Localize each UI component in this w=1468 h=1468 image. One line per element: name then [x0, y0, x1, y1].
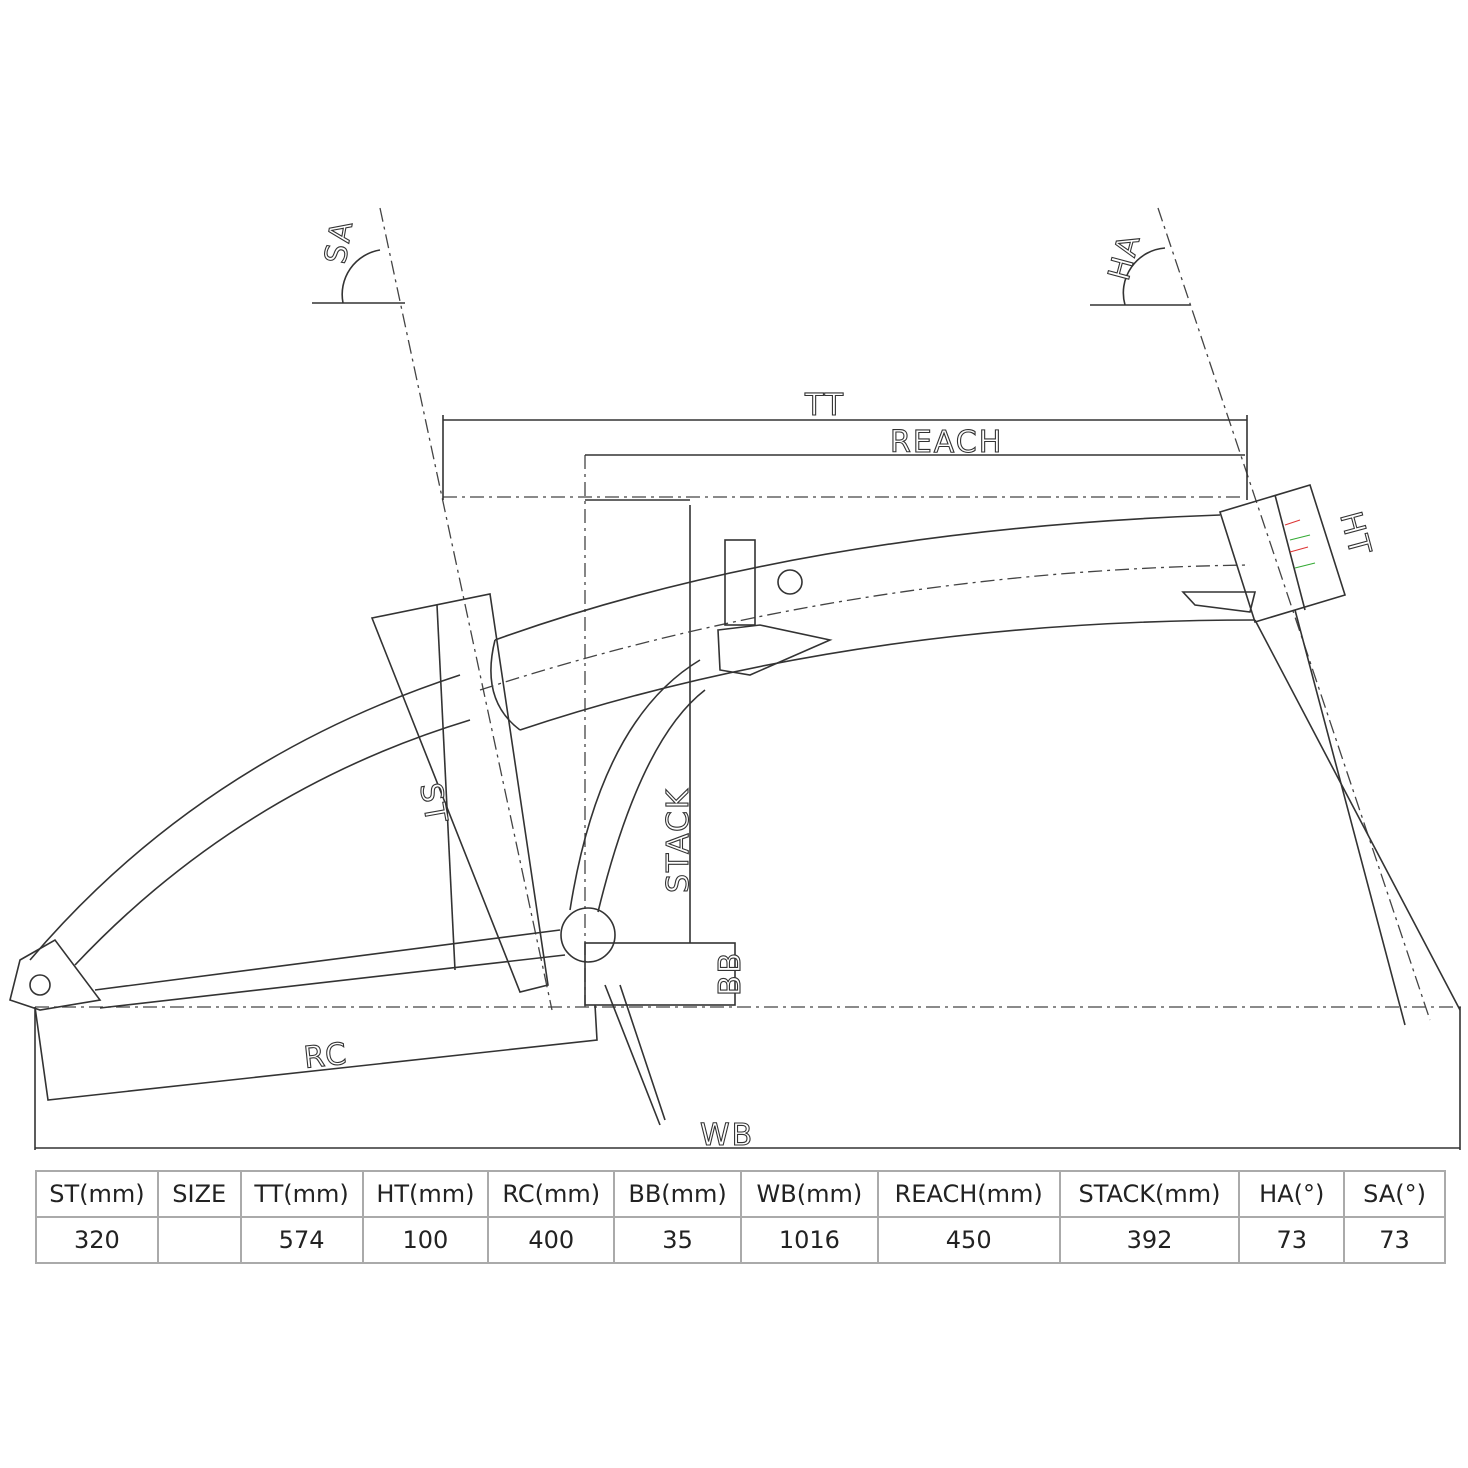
main-tube-top [494, 514, 1221, 641]
rc-dimension [34, 1004, 598, 1101]
value-size [156, 1216, 242, 1264]
header-ha: HA(°) [1238, 1170, 1346, 1218]
header-stack: STACK(mm) [1058, 1170, 1241, 1218]
value-reach: 450 [876, 1216, 1061, 1264]
main-tube-bottom [519, 619, 1256, 731]
header-reach: REACH(mm) [876, 1170, 1061, 1218]
value-wb: 1016 [739, 1216, 879, 1264]
hinge-clamp [717, 624, 833, 676]
label-wb: WB [700, 1118, 754, 1153]
rear-dropout [9, 938, 102, 1011]
header-sa: SA(°) [1343, 1170, 1446, 1218]
header-rc: RC(mm) [487, 1170, 616, 1218]
label-st: ST [412, 780, 454, 827]
value-rc: 400 [487, 1216, 616, 1264]
ha-arc [1122, 247, 1166, 306]
head-tube-axis [1157, 207, 1431, 1021]
seat-tube-axis [379, 207, 553, 1011]
cable-guide [1181, 591, 1257, 613]
label-tt: TT [804, 388, 845, 423]
table-header-row: ST(mm) SIZE TT(mm) HT(mm) RC(mm) BB(mm) … [35, 1170, 1446, 1218]
head-tube [1218, 484, 1347, 623]
value-stack: 392 [1058, 1216, 1241, 1264]
label-ha: HA [1102, 230, 1148, 285]
label-stack: STACK [661, 787, 696, 893]
seat-stay-upper [29, 674, 461, 961]
header-ht: HT(mm) [361, 1170, 490, 1218]
label-reach: REACH [890, 425, 1003, 460]
header-tt: TT(mm) [239, 1170, 364, 1218]
header-size: SIZE [156, 1170, 242, 1218]
header-st: ST(mm) [35, 1170, 159, 1218]
value-tt: 574 [239, 1216, 364, 1264]
table-row: 320 574 100 400 35 1016 450 392 73 73 [35, 1216, 1446, 1264]
label-sa: SA [318, 217, 360, 267]
label-rc: RC [302, 1037, 350, 1076]
label-ht: HT [1332, 508, 1377, 560]
header-bb: BB(mm) [613, 1170, 742, 1218]
sa-arc [341, 249, 381, 304]
seat-tube [370, 593, 549, 993]
kickstand [604, 984, 661, 1126]
chain-stay-upper [94, 929, 561, 991]
value-ha: 73 [1238, 1216, 1346, 1264]
value-bb: 35 [613, 1216, 742, 1264]
value-ht: 100 [361, 1216, 490, 1264]
bottom-bracket [560, 907, 616, 963]
seat-stay-lower [74, 719, 471, 966]
label-bb: BB [713, 951, 748, 996]
value-st: 320 [35, 1216, 159, 1264]
bb-drop-box [584, 942, 736, 1006]
value-sa: 73 [1343, 1216, 1446, 1264]
header-wb: WB(mm) [739, 1170, 879, 1218]
geometry-table: ST(mm) SIZE TT(mm) HT(mm) RC(mm) BB(mm) … [35, 1170, 1446, 1264]
chain-stay-lower [99, 954, 566, 1009]
